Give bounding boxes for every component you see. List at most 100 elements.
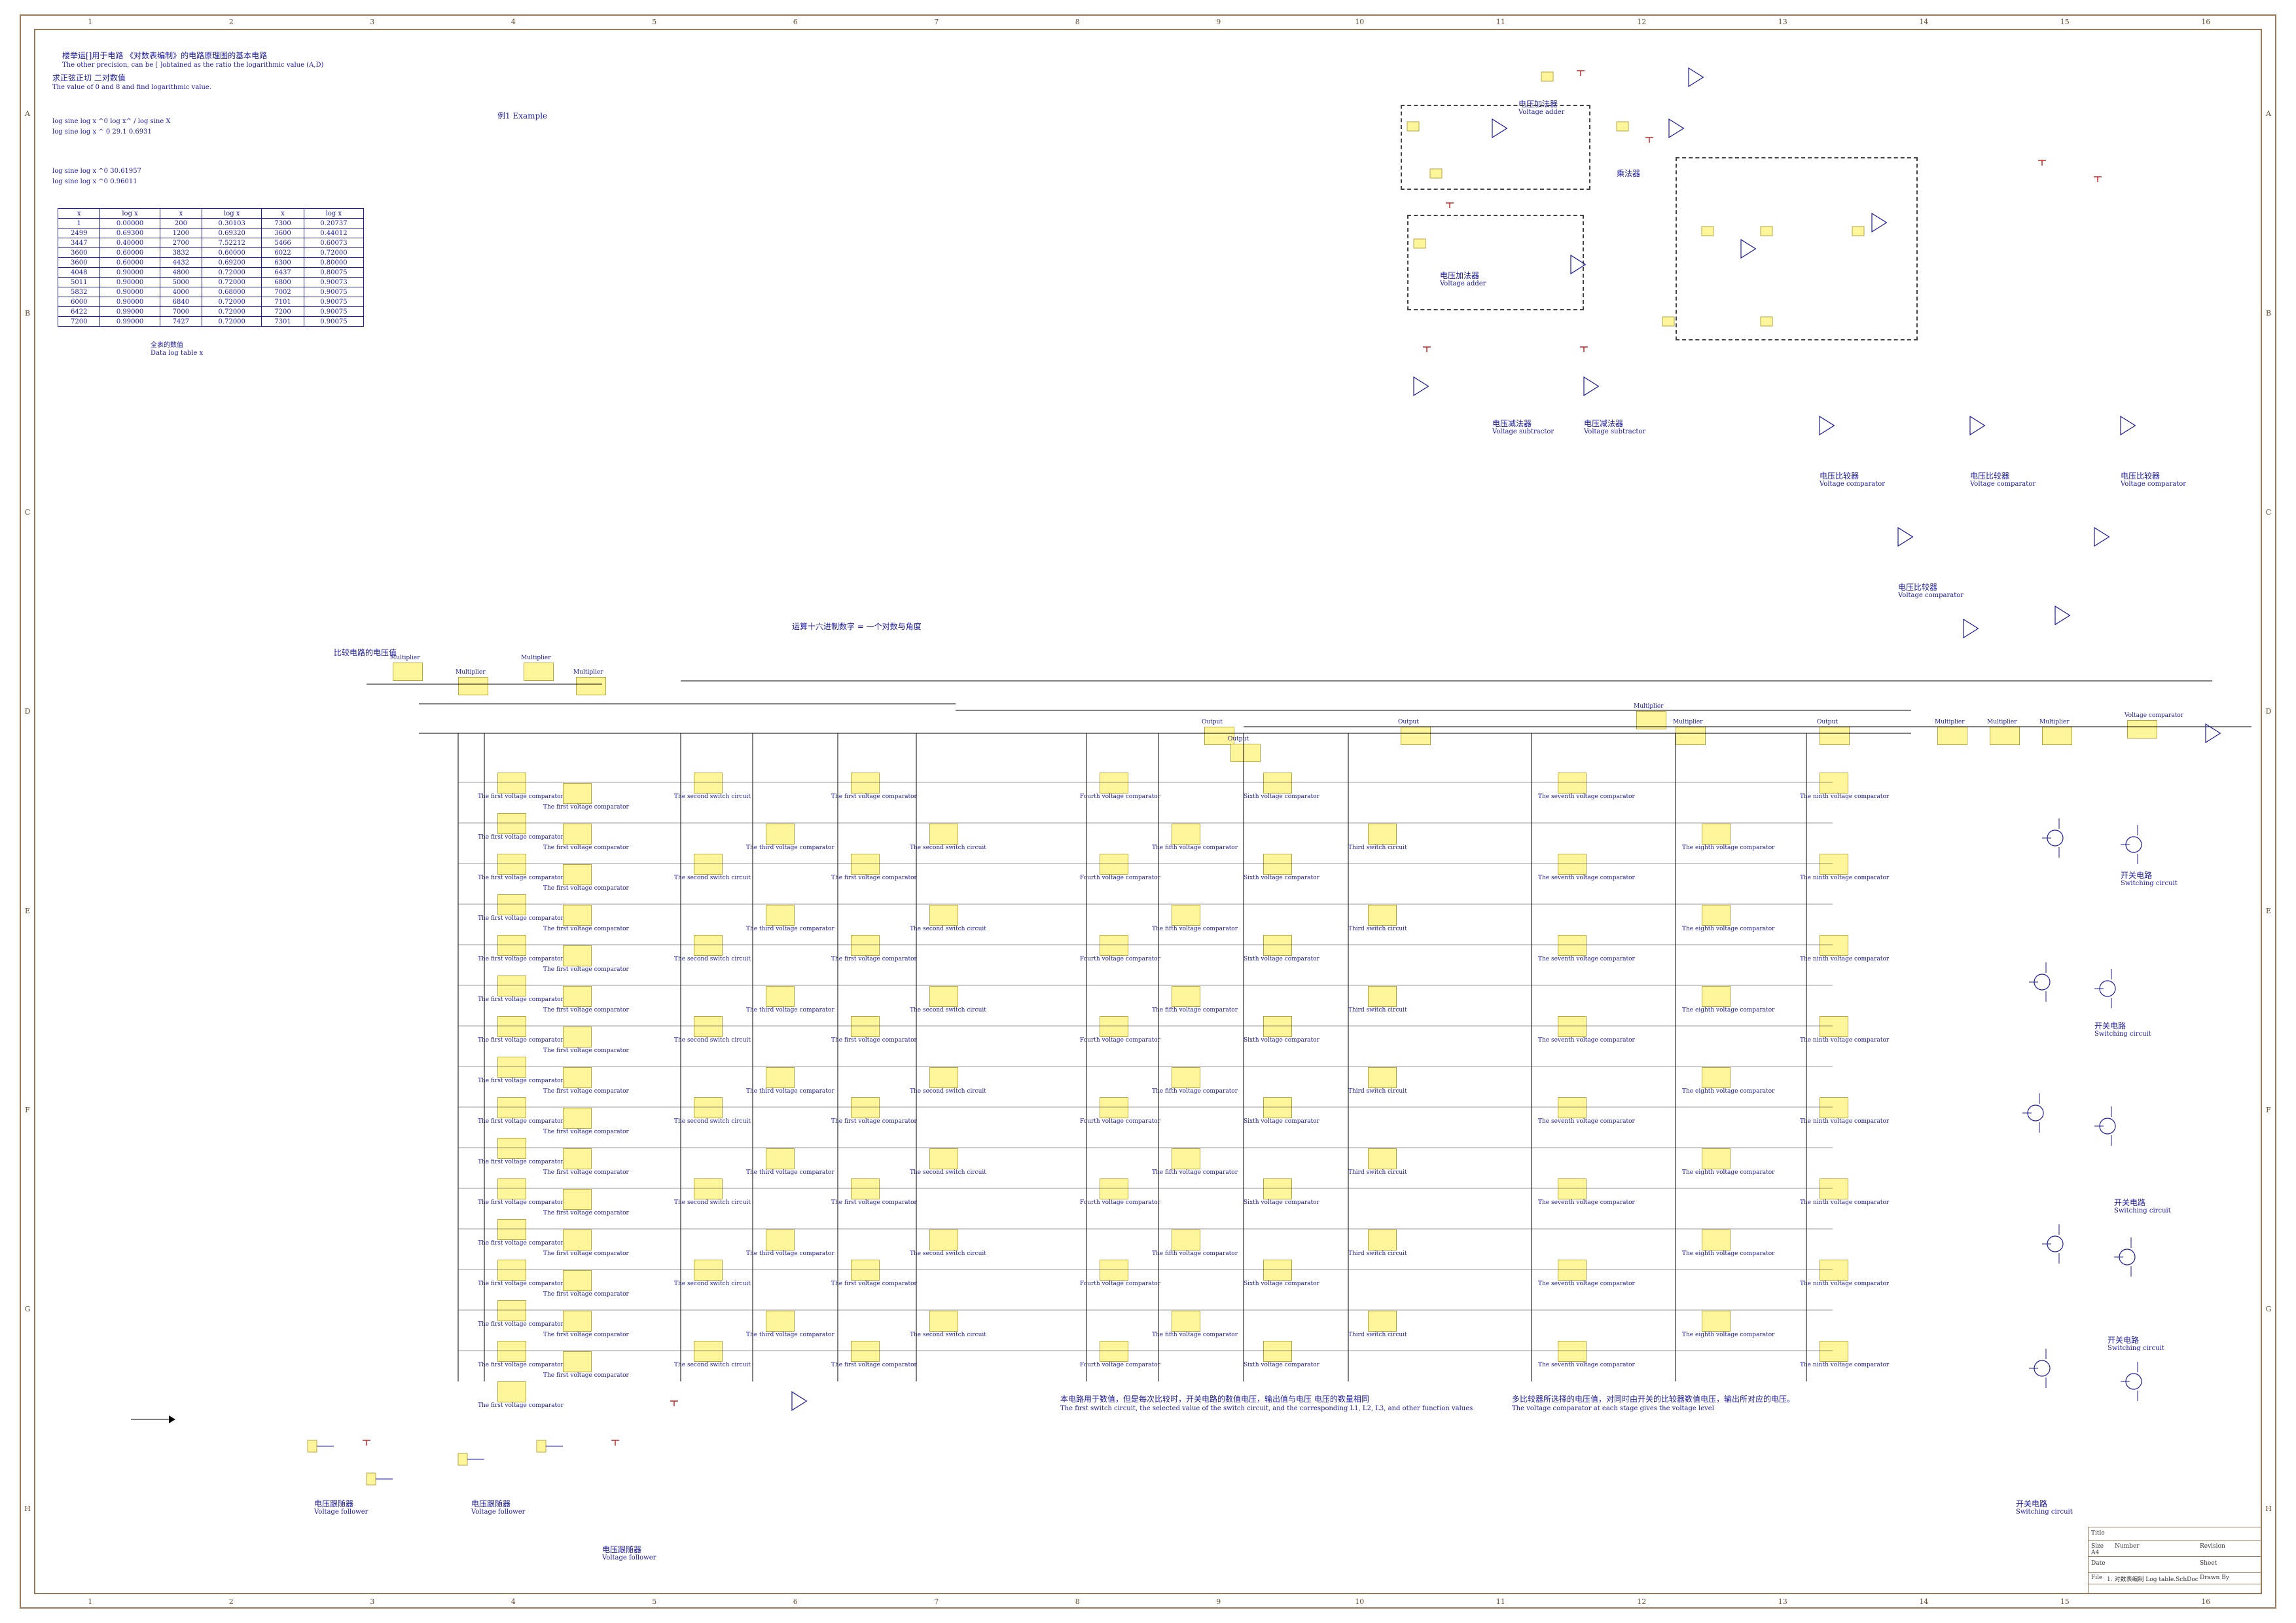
- switch-label-5-en: Switching circuit: [2016, 1508, 2073, 1516]
- multiplier-label: Output: [1817, 719, 1838, 725]
- voltage-comparator-block: [1820, 1260, 1848, 1281]
- voltage-comparator-label: The first voltage comparator: [478, 834, 564, 841]
- multiplier-block: [1820, 727, 1850, 745]
- voltage-comparator-block: [563, 783, 592, 804]
- intro-subtitle: The other precision, can be [ ]obtained …: [62, 62, 324, 69]
- voltage-comparator-label: The first voltage comparator: [478, 1321, 564, 1328]
- voltage-comparator-block: [1100, 1341, 1128, 1362]
- voltage-comparator-block: [1702, 1230, 1731, 1250]
- voltage-comparator-label: The fifth voltage comparator: [1152, 1007, 1238, 1013]
- zone-number: 10: [1355, 1597, 1365, 1606]
- voltage-comparator-label: The first voltage comparator: [831, 1118, 917, 1125]
- zone-number: 6: [793, 1597, 798, 1606]
- voltage-comparator-block: [694, 1178, 723, 1199]
- size-label: Size: [2091, 1543, 2104, 1550]
- op-amp-symbol: [1969, 415, 1986, 436]
- zone-number: 15: [2060, 18, 2070, 26]
- voltage-comparator-label: The first voltage comparator: [831, 1199, 917, 1206]
- subtractor-label-2-zh: 电压减法器: [1584, 419, 1624, 428]
- zone-number: 16: [2201, 18, 2211, 26]
- subtractor-label-2-en: Voltage subtractor: [1584, 428, 1646, 435]
- voltage-comparator-label: The first voltage comparator: [478, 1118, 564, 1125]
- voltage-comparator-block: [563, 1108, 592, 1129]
- voltage-comparator-block: [1100, 773, 1128, 793]
- zone-letter: D: [2265, 707, 2272, 716]
- voltage-comparator-label: The third voltage comparator: [746, 1332, 834, 1338]
- voltage-comparator-block: [1263, 935, 1292, 956]
- voltage-comparator-label: The first voltage comparator: [478, 1240, 564, 1247]
- bottom-note-a-en: The first switch circuit, the selected v…: [1060, 1405, 1473, 1412]
- log-line-2: log sine log x ^ 0 29.1 0.6931: [52, 128, 152, 136]
- voltage-comparator-block: [1820, 1016, 1848, 1037]
- voltage-comparator-label: Third switch circuit: [1348, 1088, 1407, 1095]
- voltage-comparator-block: [563, 986, 592, 1007]
- voltage-comparator-block: [497, 1341, 526, 1362]
- voltage-comparator-label: The fifth voltage comparator: [1152, 1088, 1238, 1095]
- voltage-comparator-label: Fourth voltage comparator: [1080, 793, 1160, 800]
- voltage-comparator-block: [563, 945, 592, 966]
- zone-letter: C: [24, 507, 31, 517]
- voltage-comparator-label: Third switch circuit: [1348, 926, 1407, 932]
- voltage-comparator-label: The fifth voltage comparator: [1152, 1169, 1238, 1176]
- log-section-heading: 求正弦正切 二对数值: [52, 73, 126, 82]
- number-label: Number: [2115, 1543, 2140, 1550]
- voltage-comparator-block: [1100, 1097, 1128, 1118]
- voltage-comparator-block: [851, 1178, 880, 1199]
- voltage-comparator-label: The first voltage comparator: [478, 996, 564, 1003]
- voltage-comparator-label: The first voltage comparator: [543, 1210, 629, 1216]
- voltage-comparator-block: [694, 1341, 723, 1362]
- zone-letter: H: [24, 1504, 31, 1513]
- comparator-label-zh: 电压比较器: [1820, 471, 1859, 481]
- zone-number: 8: [1075, 1597, 1080, 1606]
- voltage-comparator-label: The first voltage comparator: [478, 1362, 564, 1368]
- transistor-symbol: [307, 1440, 317, 1453]
- comparator-label-en: Voltage comparator: [1820, 481, 1886, 488]
- zone-number: 12: [1637, 18, 1647, 26]
- switch-label-1-zh: 开关电路: [2121, 871, 2153, 880]
- multiplier-block: [1636, 711, 1666, 729]
- voltage-comparator-block: [1100, 935, 1128, 956]
- voltage-comparator-block: [1263, 1178, 1292, 1199]
- switch-label-3-zh: 开关电路: [2114, 1198, 2146, 1207]
- voltage-comparator-label: The second switch circuit: [674, 1118, 751, 1125]
- comparator-label-4-zh: 电压比较器: [1898, 583, 1938, 592]
- voltage-comparator-label: The eighth voltage comparator: [1682, 1250, 1775, 1257]
- zone-number: 14: [1919, 18, 1929, 26]
- voltage-comparator-label: The first voltage comparator: [478, 1402, 564, 1409]
- voltage-comparator-label: Fourth voltage comparator: [1080, 1037, 1160, 1044]
- voltage-comparator-label: The seventh voltage comparator: [1538, 1199, 1635, 1206]
- op-amp-symbol: [1819, 415, 1835, 436]
- multiplier-block: [1204, 727, 1234, 745]
- voltage-comparator-label: The first voltage comparator: [831, 875, 917, 881]
- voltage-comparator-block: [694, 773, 723, 793]
- voltage-comparator-block: [1172, 1148, 1200, 1169]
- voltage-comparator-block: [1558, 1341, 1587, 1362]
- voltage-comparator-block: [1368, 1311, 1397, 1332]
- voltage-comparator-block: [1172, 1067, 1200, 1088]
- subtractor-label-en: Voltage subtractor: [1492, 428, 1554, 435]
- voltage-comparator-block: [1368, 1148, 1397, 1169]
- voltage-comparator-label: The second switch circuit: [674, 1362, 751, 1368]
- zone-letter: H: [2265, 1504, 2272, 1513]
- drawn-by-label: Drawn By: [2200, 1575, 2229, 1581]
- switch-label-3-en: Switching circuit: [2114, 1207, 2171, 1214]
- op-amp-symbol: [2054, 605, 2071, 626]
- log-line-4: log sine log x ^0 0.96011: [52, 178, 137, 185]
- table-cell: 0.90075: [303, 316, 365, 327]
- voltage-comparator-block: [497, 1057, 526, 1078]
- zone-letter: B: [2265, 308, 2272, 318]
- voltage-comparator-label: The first voltage comparator: [543, 1291, 629, 1298]
- voltage-comparator-label: Third switch circuit: [1348, 1332, 1407, 1338]
- voltage-comparator-label: Fourth voltage comparator: [1080, 956, 1160, 962]
- voltage-comparator-block: [1263, 1260, 1292, 1281]
- voltage-comparator-block: [929, 1230, 958, 1250]
- multiplier-label: Voltage comparator: [2125, 712, 2184, 719]
- voltage-comparator-label: The first voltage comparator: [543, 1088, 629, 1095]
- multiplier-label: Multiplier: [1634, 703, 1664, 710]
- multiplier-block: [524, 663, 554, 681]
- voltage-comparator-label: Fourth voltage comparator: [1080, 1199, 1160, 1206]
- zone-number: 1: [88, 18, 93, 26]
- sheet-border-outer: [20, 14, 2276, 1609]
